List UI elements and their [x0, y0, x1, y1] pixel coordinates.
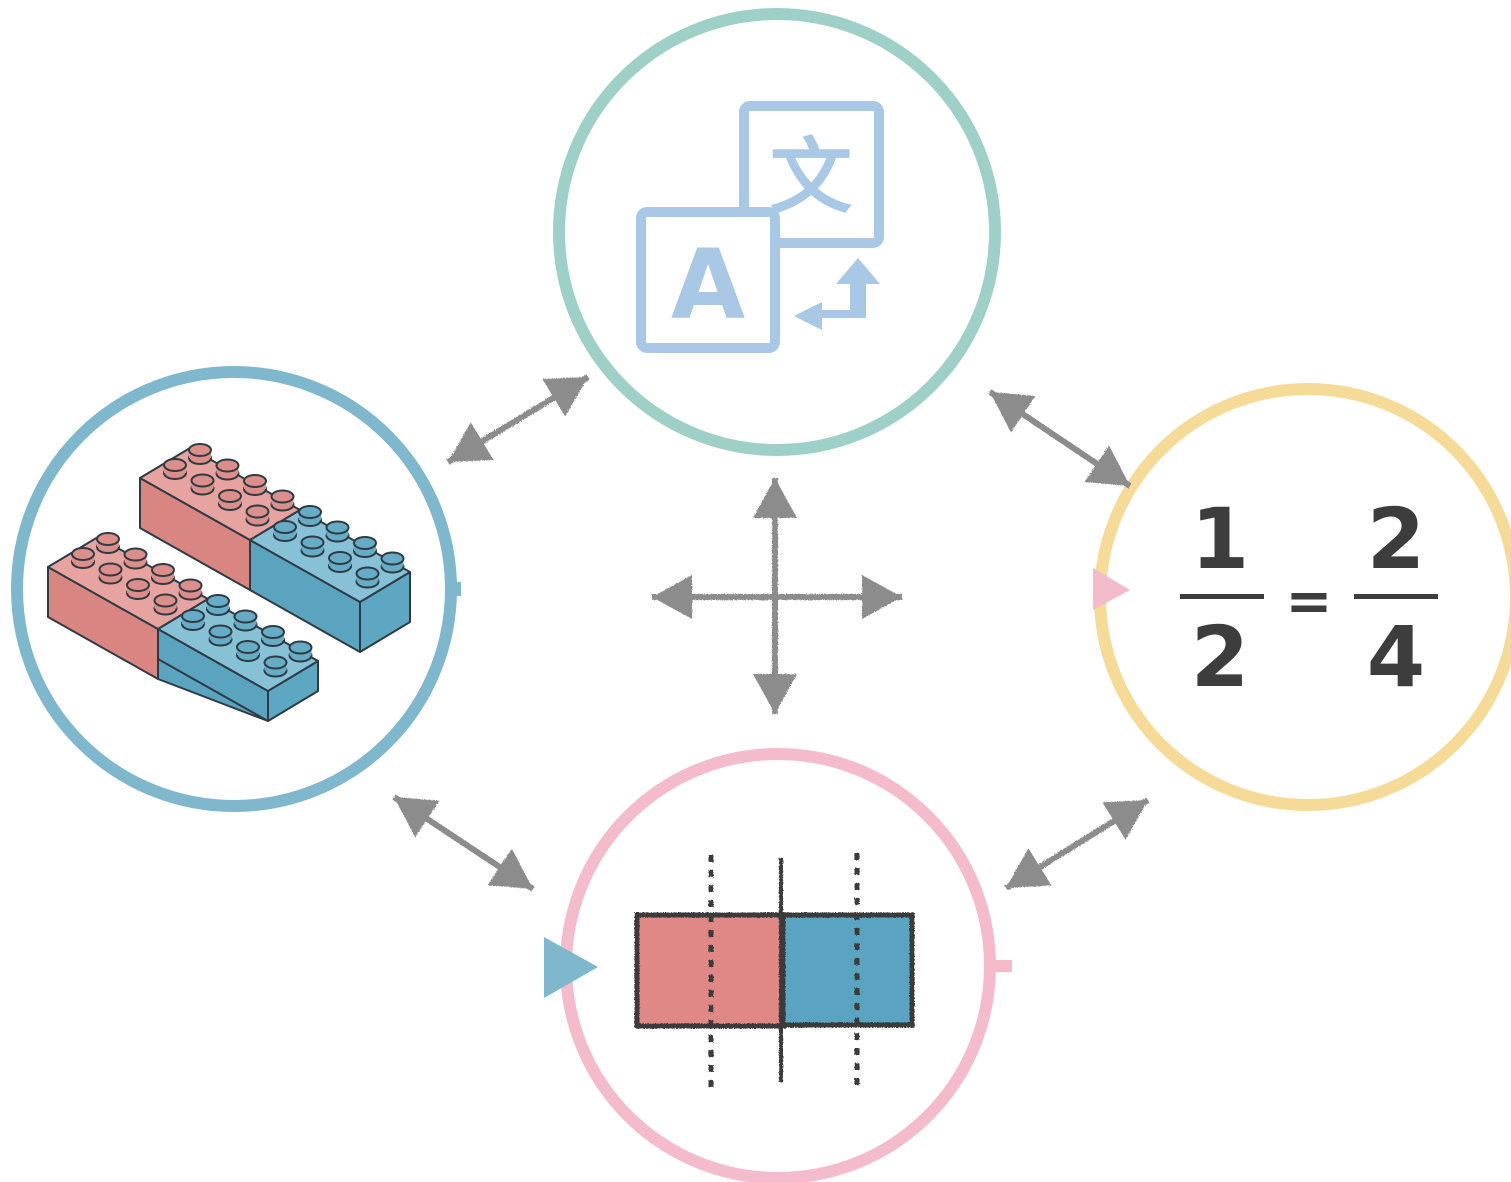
arrow-center-vertical-head-end: [753, 674, 797, 714]
brick-stud: [96, 532, 120, 554]
fraction1-numerator: 1: [1191, 490, 1249, 588]
arrow-center-horizontal-head-start: [652, 575, 692, 619]
translate-icon: 文 A: [636, 101, 884, 353]
translate-glyph-b: 文: [770, 130, 852, 225]
fraction-equation: 1 2 = 2 4: [1180, 490, 1438, 706]
brick-stud: [233, 609, 258, 632]
brick-stud: [206, 594, 230, 616]
brick-stud: [261, 625, 285, 647]
translate-box-front: [636, 207, 780, 353]
brick-stud: [298, 505, 322, 527]
fraction2-bar: [1354, 594, 1438, 599]
arrow-left-bottom-head-end: [487, 848, 533, 889]
node-strip: [544, 748, 1012, 1182]
arrow-top-left-head-start: [448, 422, 494, 462]
brick-stud: [98, 562, 123, 585]
node-translate: 文 A: [553, 8, 1001, 456]
arrow-top-right-head-end: [1084, 445, 1130, 486]
arrow-right-bottom-head-start: [1102, 800, 1148, 840]
ring-right-marker: [1093, 568, 1130, 610]
fraction2-numerator: 2: [1367, 490, 1425, 588]
brick-stud: [243, 474, 267, 496]
brick-stud: [300, 535, 325, 558]
swap-arrows-icon: [794, 258, 880, 330]
brick-stud: [328, 551, 352, 573]
brick-stud: [353, 536, 377, 558]
arrow-left-bottom-head-start: [394, 797, 440, 838]
connection-arrows: [392, 374, 1150, 892]
arrow-top-left-head-end: [542, 377, 588, 417]
translate-box-back: [739, 101, 884, 248]
fraction1-bar: [1180, 594, 1264, 599]
ring-top: [553, 8, 1001, 456]
arrow-top-right-head-start: [990, 392, 1036, 433]
brick-stud: [71, 547, 95, 569]
node-fractions: 1 2 = 2 4: [1093, 383, 1511, 811]
brick-stud: [181, 609, 205, 631]
brick-stud: [380, 551, 405, 574]
brick-stud: [218, 489, 242, 511]
brick-stud: [273, 520, 297, 542]
equals-sign: =: [1286, 569, 1333, 634]
brick-stud: [126, 578, 150, 600]
arrow-right-bottom-head-end: [1006, 848, 1052, 888]
brick-stud: [153, 593, 178, 616]
ring-bottom-tick: [988, 960, 1012, 972]
arrow-center-vertical-head-start: [753, 478, 797, 518]
brick-stud: [151, 563, 175, 585]
brick-stud: [245, 504, 270, 527]
strip-blue-half: [780, 912, 915, 1028]
brick-stud: [178, 578, 203, 601]
ring-left-tick: [449, 582, 461, 596]
brick-studs: [71, 443, 405, 678]
node-bricks: [11, 366, 461, 812]
arrow-center-horizontal-head-end: [862, 575, 902, 619]
brick-stud: [215, 458, 240, 481]
building-bricks-icon: [47, 443, 411, 722]
brick-stud: [123, 547, 148, 570]
brick-stud: [188, 443, 212, 465]
brick-stud: [325, 520, 350, 543]
brick-stud: [190, 473, 215, 496]
brick-stud: [163, 458, 187, 480]
brick-stud: [208, 624, 233, 647]
translate-glyph-a: A: [671, 229, 745, 341]
fraction2-denominator: 4: [1367, 608, 1425, 706]
brick-stud: [288, 640, 313, 663]
ring-bottom-marker: [544, 937, 598, 998]
fraction1-denominator: 2: [1191, 608, 1249, 706]
brick-stud: [263, 655, 288, 678]
fraction-strip-icon: [634, 853, 915, 1092]
brick-stud: [236, 640, 260, 662]
brick-stud: [355, 566, 380, 589]
brick-stud: [270, 489, 295, 512]
